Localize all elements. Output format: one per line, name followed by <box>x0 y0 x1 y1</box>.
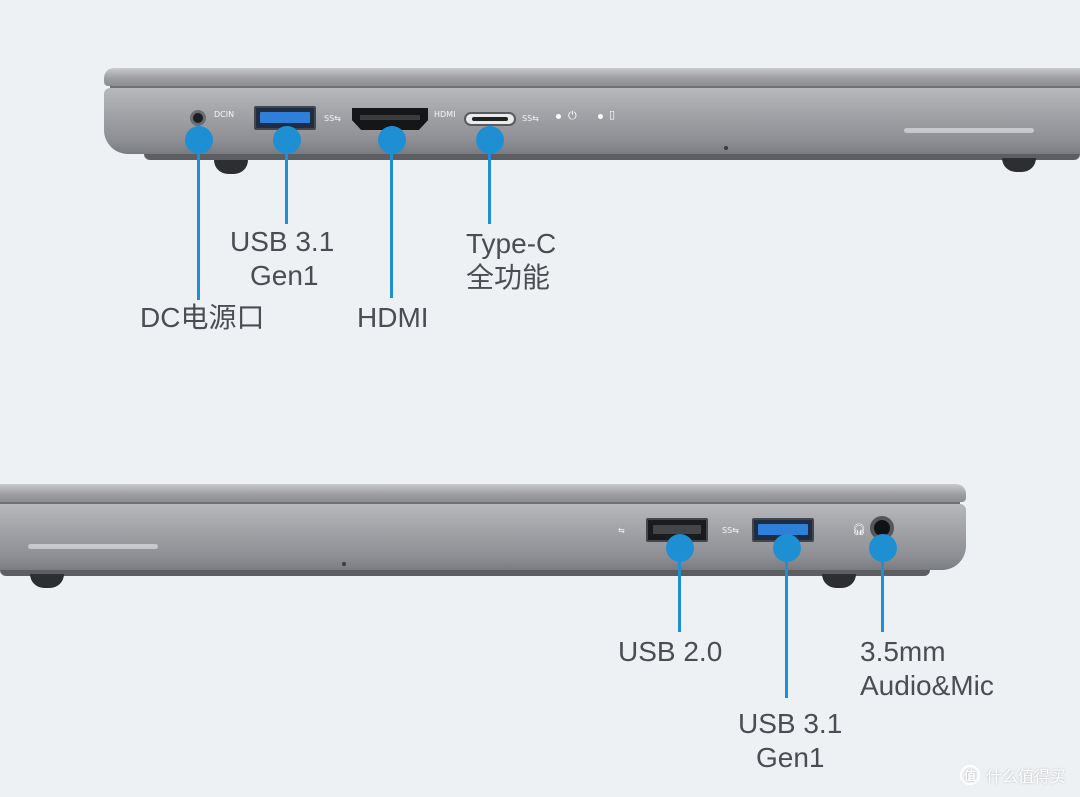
label-usb31-line2: Gen1 <box>250 260 319 291</box>
callout-line-audio <box>881 560 884 632</box>
label-dc: DC电源口 <box>140 302 265 333</box>
typec-port <box>464 112 516 126</box>
lid-seam <box>110 86 1080 88</box>
power-led <box>556 114 561 119</box>
callout-line-usb20 <box>678 560 681 632</box>
battery-icon: ▯ <box>609 108 616 121</box>
callout-line-hdmi <box>390 140 393 298</box>
laptop-base <box>0 504 966 570</box>
hdmi-mark: HDMI <box>434 110 456 119</box>
usb-mark: ⇆ <box>618 526 625 535</box>
watermark: 值 什么值得买 <box>959 763 1066 787</box>
vent-strip <box>28 544 158 549</box>
label-usb31-line1: USB 3.1 <box>230 226 335 257</box>
callout-line-typec <box>488 140 491 224</box>
ss-usb-mark: SS⇆ <box>324 114 341 123</box>
dcin-mark: DCIN <box>214 110 235 119</box>
watermark-text: 什么值得买 <box>985 767 1066 786</box>
rubber-foot <box>822 574 856 588</box>
lid-seam <box>0 502 960 504</box>
label-usb20: USB 2.0 <box>618 636 723 667</box>
rubber-foot <box>30 574 64 588</box>
label-usb31-bottom-line1: USB 3.1 <box>738 708 843 739</box>
pinhole <box>342 562 346 566</box>
label-typec-line2: 全功能 <box>466 262 551 293</box>
laptop-base <box>104 88 1080 154</box>
battery-led <box>598 114 603 119</box>
rubber-foot <box>214 160 248 174</box>
callout-dot-typec <box>476 126 504 154</box>
label-usb31-bottom-line2: Gen1 <box>756 742 825 773</box>
label-typec-line1: Type-C <box>466 228 557 259</box>
label-audio-line1: 3.5mm <box>860 636 946 667</box>
label-hdmi: HDMI <box>357 302 429 333</box>
ss-usb-mark: SS⇆ <box>722 526 739 535</box>
laptop-bottom-edge <box>0 570 930 576</box>
power-icon: ⏻ <box>568 109 577 122</box>
dc-jack-port <box>190 110 206 126</box>
callout-dot-usb31 <box>273 126 301 154</box>
laptop-lid <box>0 484 966 502</box>
callout-dot-hdmi <box>378 126 406 154</box>
callout-line-dc <box>197 140 200 300</box>
label-audio-line2: Audio&Mic <box>860 670 994 701</box>
callout-dot-audio <box>869 534 897 562</box>
watermark-logo: 值 <box>959 765 980 785</box>
laptop-bottom-edge <box>144 154 1080 160</box>
callout-dot-dc <box>185 126 213 154</box>
hdmi-port <box>352 108 428 130</box>
ss-usb-mark: SS⇆ <box>522 114 539 123</box>
laptop-right-side: ⇆ SS⇆ 🎧︎ <box>0 480 972 590</box>
callout-line-usb31 <box>285 140 288 224</box>
headphone-icon: 🎧︎ <box>852 523 866 536</box>
vent-strip <box>904 128 1034 133</box>
laptop-left-side: DCIN SS⇆ HDMI SS⇆ ⏻ ▯ <box>104 64 1080 174</box>
callout-dot-usb31-bottom <box>773 534 801 562</box>
reset-pinhole <box>724 146 728 150</box>
callout-dot-usb20 <box>666 534 694 562</box>
rubber-foot <box>1002 158 1036 172</box>
callout-line-usb31-bottom <box>785 560 788 698</box>
laptop-lid <box>104 68 1080 86</box>
